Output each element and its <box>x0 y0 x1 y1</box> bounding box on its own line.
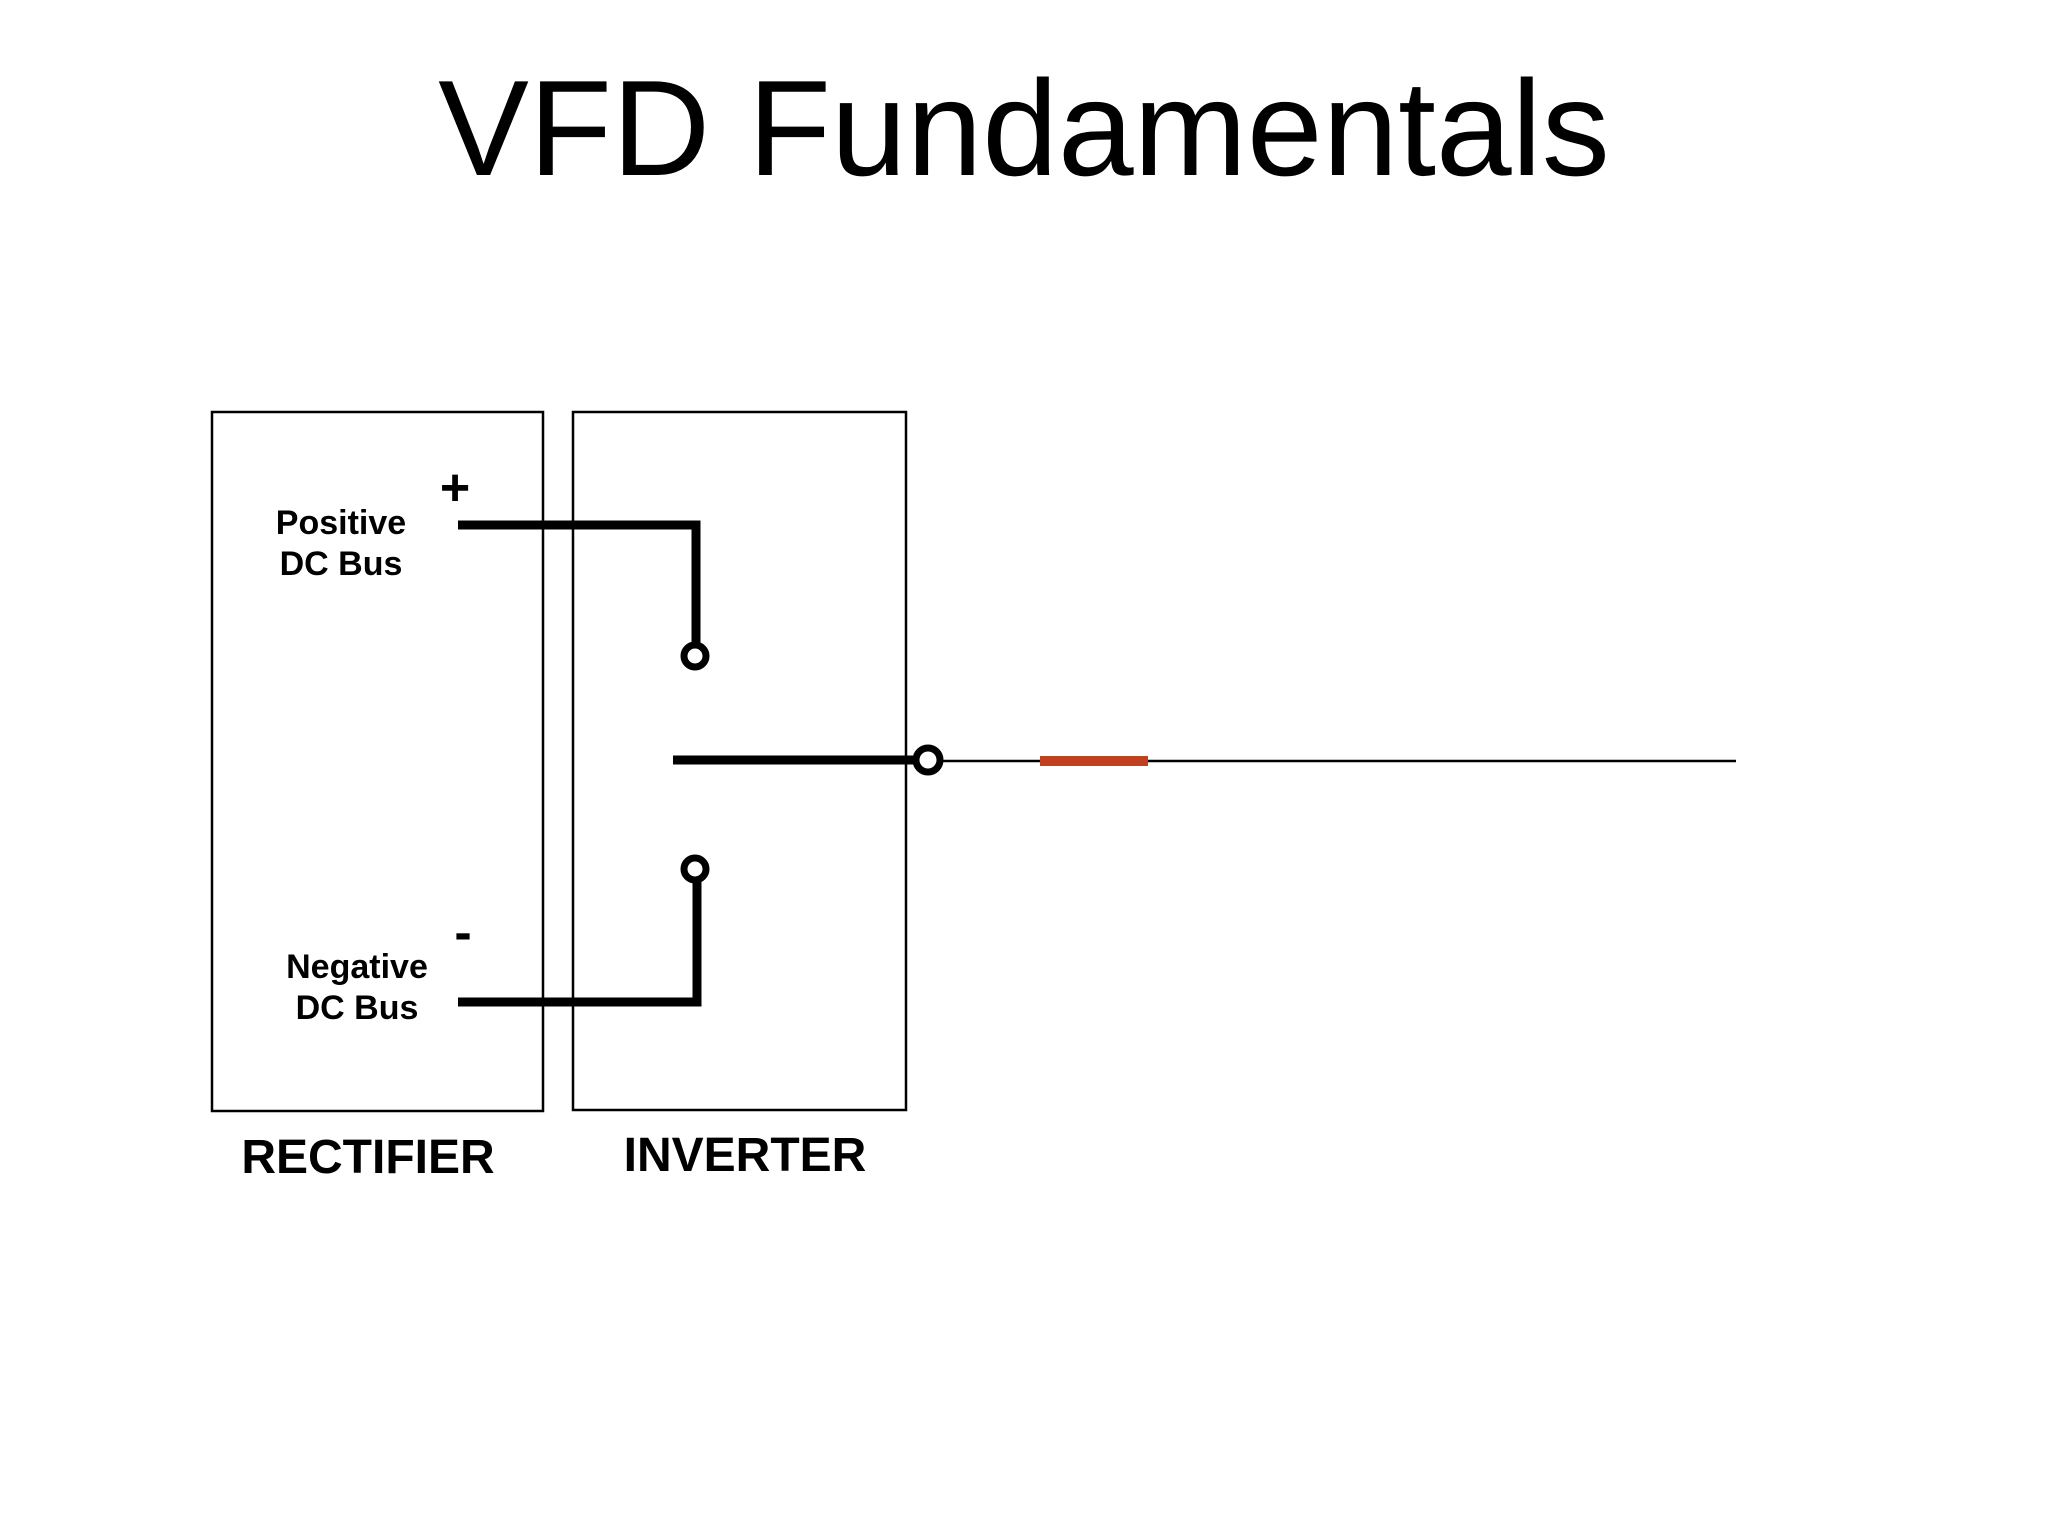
positive-switch-terminal <box>680 641 710 671</box>
slide-title: VFD Fundamentals <box>438 52 1610 204</box>
output-terminal <box>912 744 944 776</box>
positive-dc-bus-wire <box>458 520 701 643</box>
rectifier-block <box>210 410 545 1113</box>
output-marker <box>1040 756 1148 766</box>
negative-switch-terminal <box>680 854 710 884</box>
negative-sign: - <box>454 904 471 962</box>
negative-dc-bus-wire <box>458 882 702 1007</box>
positive-bus-label-line1: Positive <box>276 504 406 542</box>
positive-sign: + <box>440 459 470 517</box>
positive-bus-label-line2: DC Bus <box>280 545 403 583</box>
negative-bus-label-line1: Negative <box>286 948 428 986</box>
negative-bus-label-line2: DC Bus <box>296 989 419 1027</box>
inverter-label: INVERTER <box>624 1129 867 1182</box>
rectifier-label: RECTIFIER <box>241 1131 494 1184</box>
